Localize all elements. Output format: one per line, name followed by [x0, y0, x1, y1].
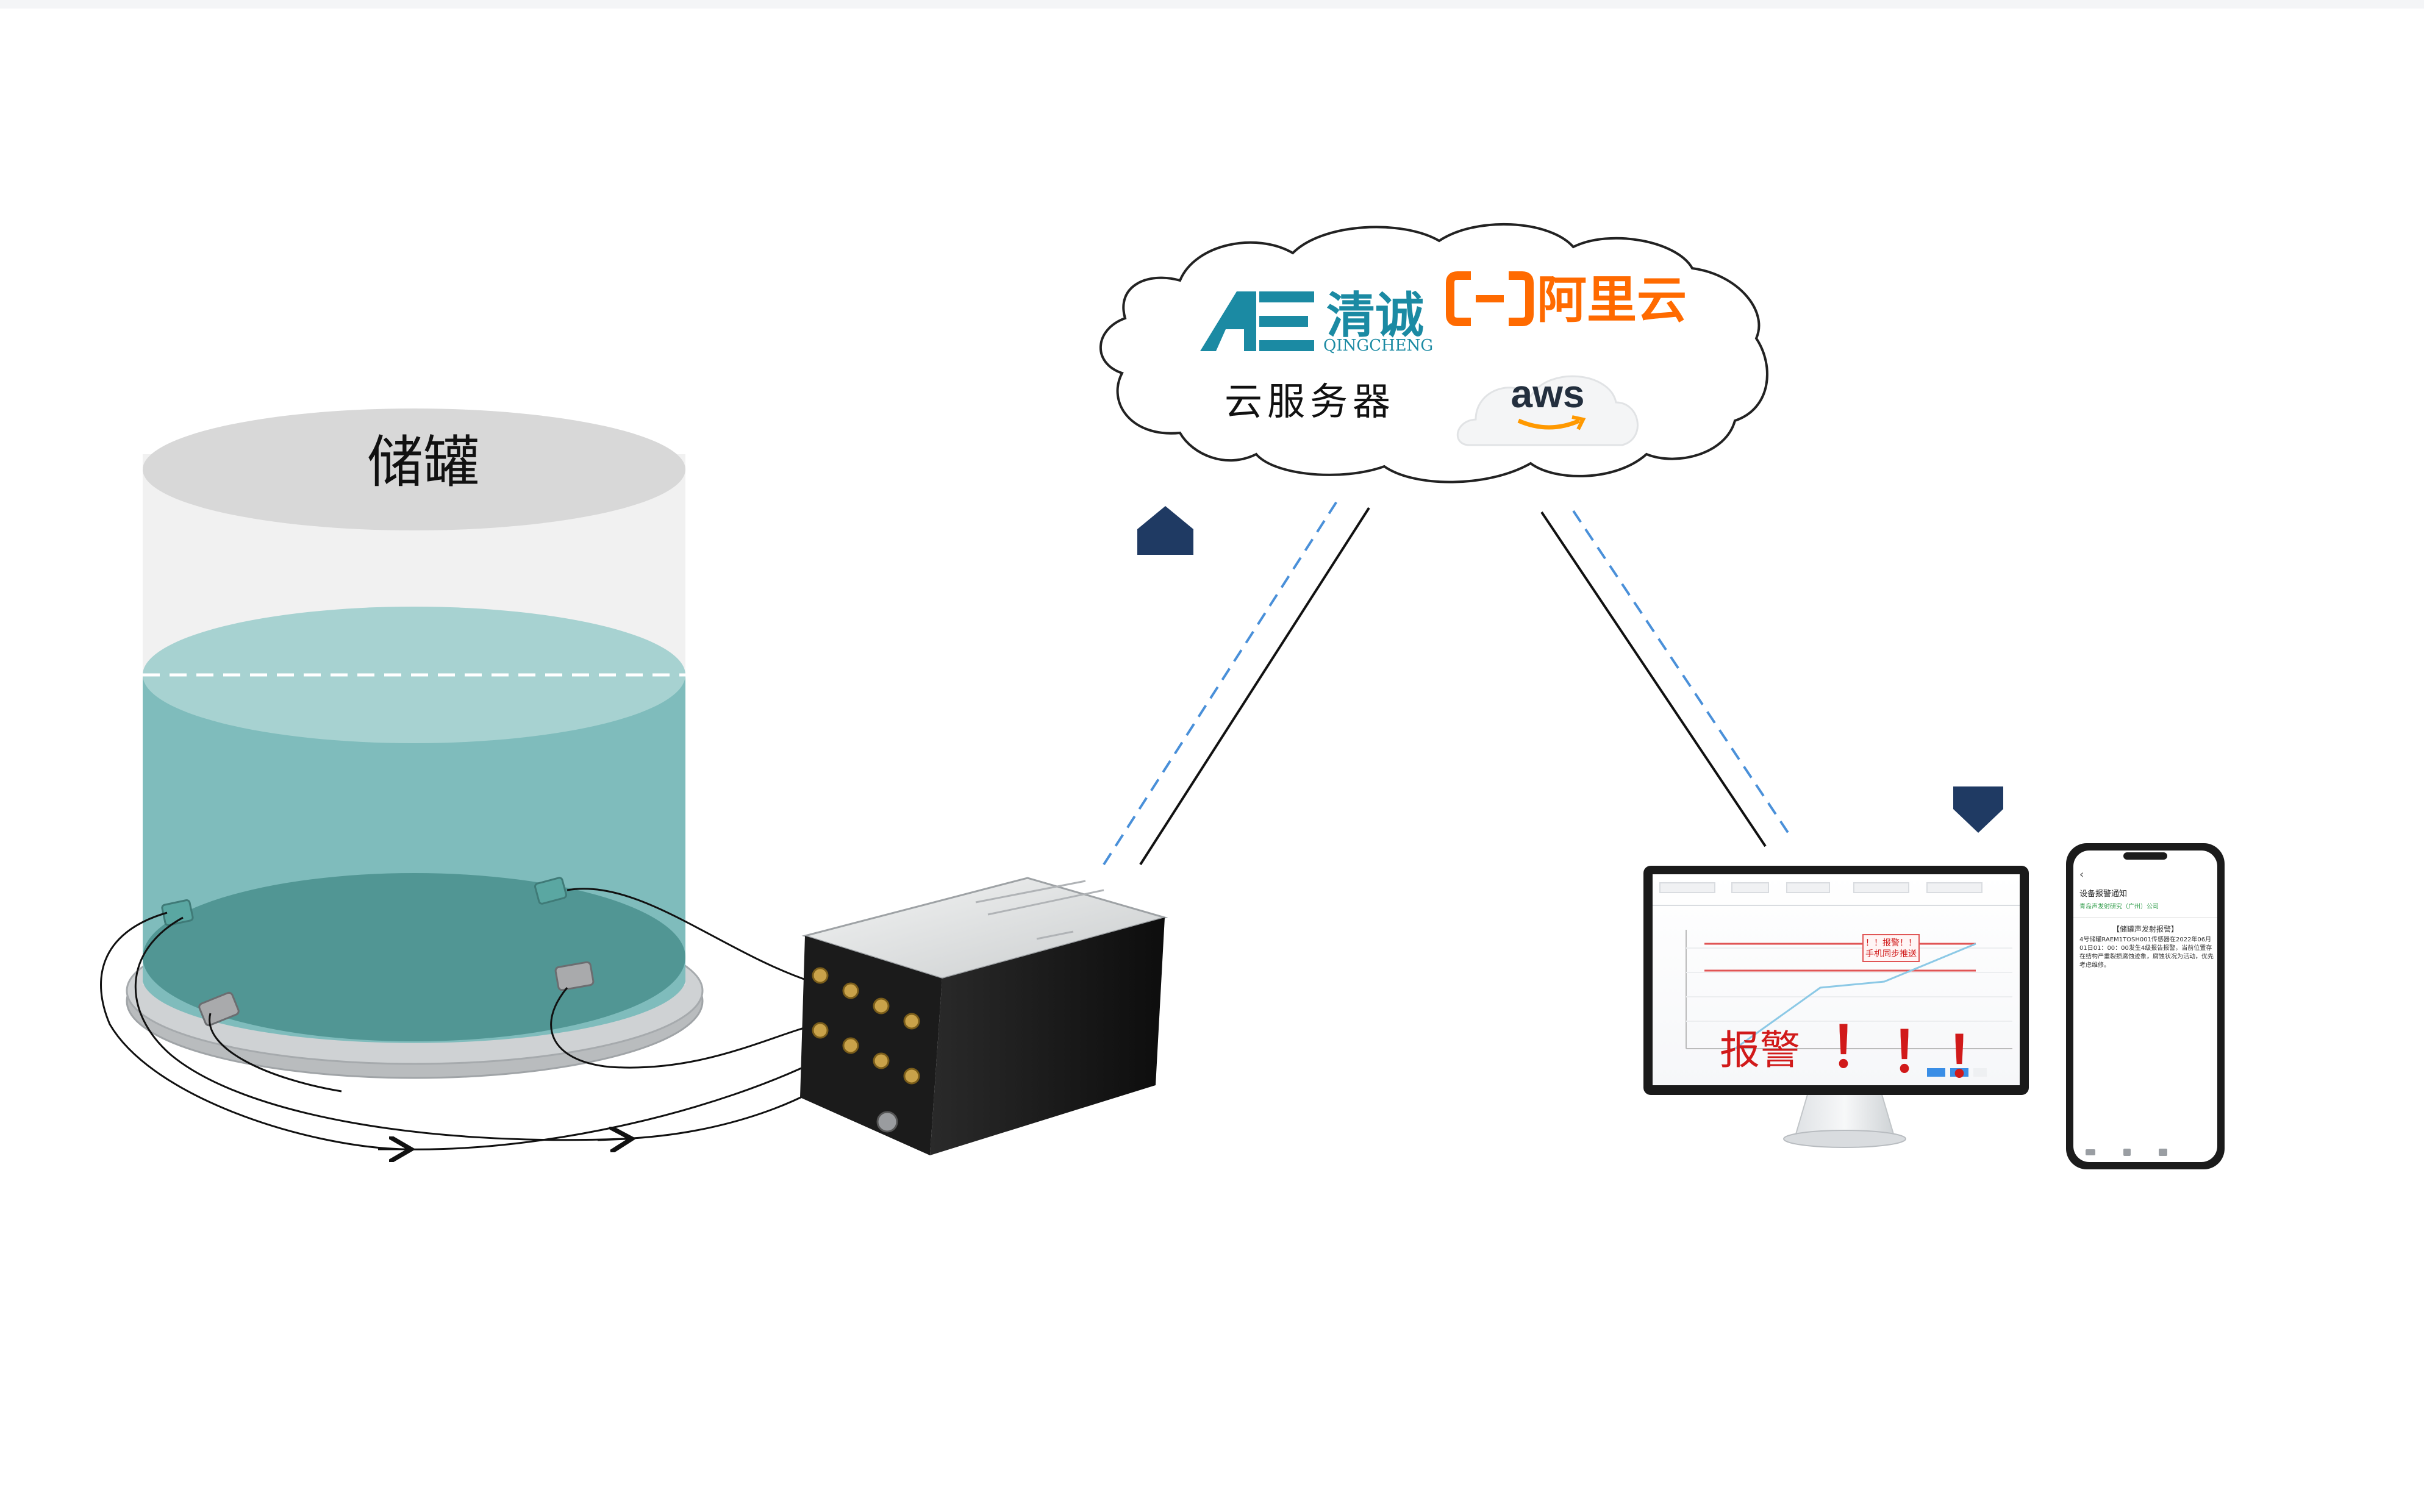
dashboard-chart: ！！报警！！ 手机同步推送 — [1686, 930, 2012, 1050]
cloud-server: 清诚 QINGCHENG 阿里云 aws 云服务器 — [1099, 223, 1768, 483]
link-cloud-monitor-dashed — [1572, 510, 1791, 836]
smartphone: ‹ 设备报警通知 青岛声发射研究（广州）公司 【储罐声发射报警】 4号储罐RAE… — [2066, 843, 2225, 1169]
aws-text: aws — [1511, 372, 1585, 416]
alarm-mark-1: ！ — [1829, 1015, 1886, 1080]
sensor-cables — [100, 888, 842, 1150]
sensor-right-back — [534, 877, 567, 905]
monitor: ！！报警！！ 手机同步推送 报警 ！ ！ ！ — [1643, 866, 2029, 1148]
device-side — [930, 918, 1165, 1155]
qingcheng-en-text: QINGCHENG — [1323, 337, 1433, 355]
phone-body-text: 4号储罐RAEM1TOSH001传感器在2022年06月01日01：00：00发… — [2079, 936, 2214, 969]
phone-bottom-toolbar — [2086, 1149, 2167, 1156]
trend-line — [1734, 943, 1976, 1050]
qingcheng-logo: 清诚 QINGCHENG — [1200, 287, 1433, 355]
alarm-popup-line1: ！！报警！！ — [1865, 938, 1917, 948]
cloud-server-label: 云服务器 — [1225, 379, 1395, 424]
storage-tank: 储罐 — [100, 408, 842, 1150]
monitor-stand-neck — [1795, 1092, 1895, 1135]
aliyun-text: 阿里云 — [1537, 271, 1687, 329]
alarm-popup-line2: 手机同步推送 — [1865, 949, 1917, 959]
monitor-stand-base — [1783, 1130, 1906, 1148]
alarm-text: 报警 — [1720, 1027, 1800, 1074]
phone-back-icon: ‹ — [2079, 868, 2084, 881]
qingcheng-cn-text: 清诚 — [1326, 287, 1424, 344]
dashboard-pager — [1927, 1068, 1987, 1077]
cable-arrow-2 — [597, 1139, 628, 1140]
link-device-cloud-solid — [1139, 507, 1370, 866]
phone-screen — [2073, 850, 2217, 1162]
device-connectors — [812, 967, 920, 1133]
dashboard-header — [1653, 882, 2020, 906]
top-strip — [0, 0, 2424, 9]
alarm-popup — [1862, 934, 1920, 962]
device-front — [800, 936, 942, 1155]
monitor-screen — [1653, 874, 2020, 1085]
aws-logo: aws — [1456, 372, 1639, 446]
download-arrow-icon — [1953, 786, 2003, 833]
phone-subtitle: 青岛声发射研究（广州）公司 — [2079, 902, 2159, 910]
cloud-shape — [1099, 223, 1768, 483]
phone-title: 设备报警通知 — [2079, 889, 2127, 899]
tank-label: 储罐 — [367, 430, 479, 495]
upload-arrow-icon — [1137, 506, 1193, 555]
aliyun-logo: 阿里云 — [1446, 271, 1687, 329]
alarm-mark-3: ！ — [1945, 1025, 2001, 1090]
tank-lid — [143, 408, 685, 530]
acquisition-device — [800, 877, 1168, 1155]
sensor-left-back — [161, 899, 194, 926]
phone-heading: 【储罐声发射报警】 — [2112, 924, 2178, 933]
sensor-right-front — [554, 961, 595, 991]
network-links — [1103, 497, 1791, 866]
tank-liquid-bottom — [143, 873, 685, 1041]
link-cloud-monitor-solid — [1540, 511, 1767, 847]
link-device-cloud-dashed — [1103, 497, 1340, 866]
alarm-mark-2: ！ — [1890, 1020, 1947, 1085]
